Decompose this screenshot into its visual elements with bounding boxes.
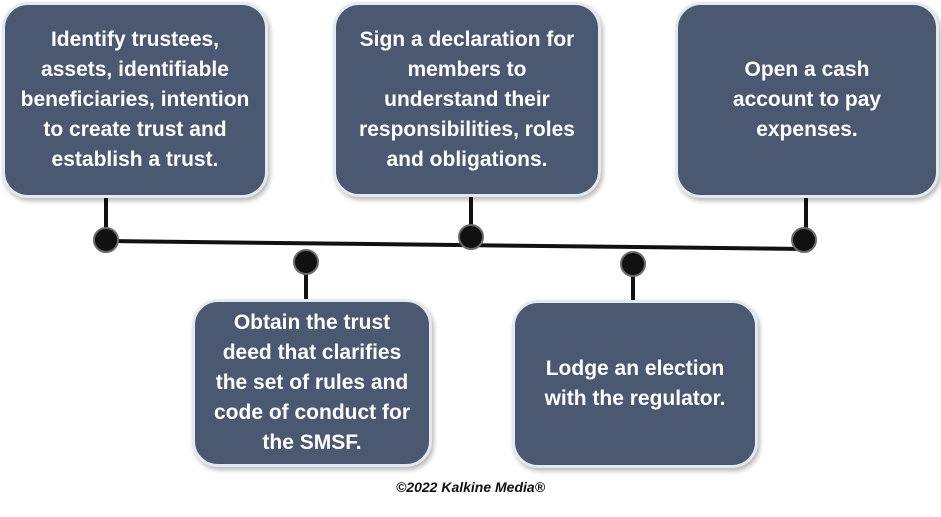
step-box-1: Identify trustees, assets, identifiable … [2,2,268,198]
step-text-5: Open a cash account to pay expenses. [732,58,882,141]
node-step-1 [93,227,119,253]
step-text-2: Obtain the trust deed that clarifies the… [214,311,410,454]
node-step-3 [458,224,484,250]
step-text-1: Identify trustees, assets, identifiable … [20,28,250,171]
step-box-5: Open a cash account to pay expenses. [675,2,939,198]
node-step-4 [620,251,646,277]
copyright-credit: ©2022 Kalkine Media® [395,479,546,495]
step-text-4: Lodge an election with the regulator. [544,357,726,410]
step-box-4: Lodge an election with the regulator. [512,300,758,468]
node-step-2 [293,249,319,275]
node-step-5 [791,227,817,253]
timeline-axis [105,239,807,251]
step-text-3: Sign a declaration for members to unders… [359,27,575,171]
step-box-2: Obtain the trust deed that clarifies the… [192,299,432,467]
step-box-3: Sign a declaration for members to unders… [333,2,601,197]
